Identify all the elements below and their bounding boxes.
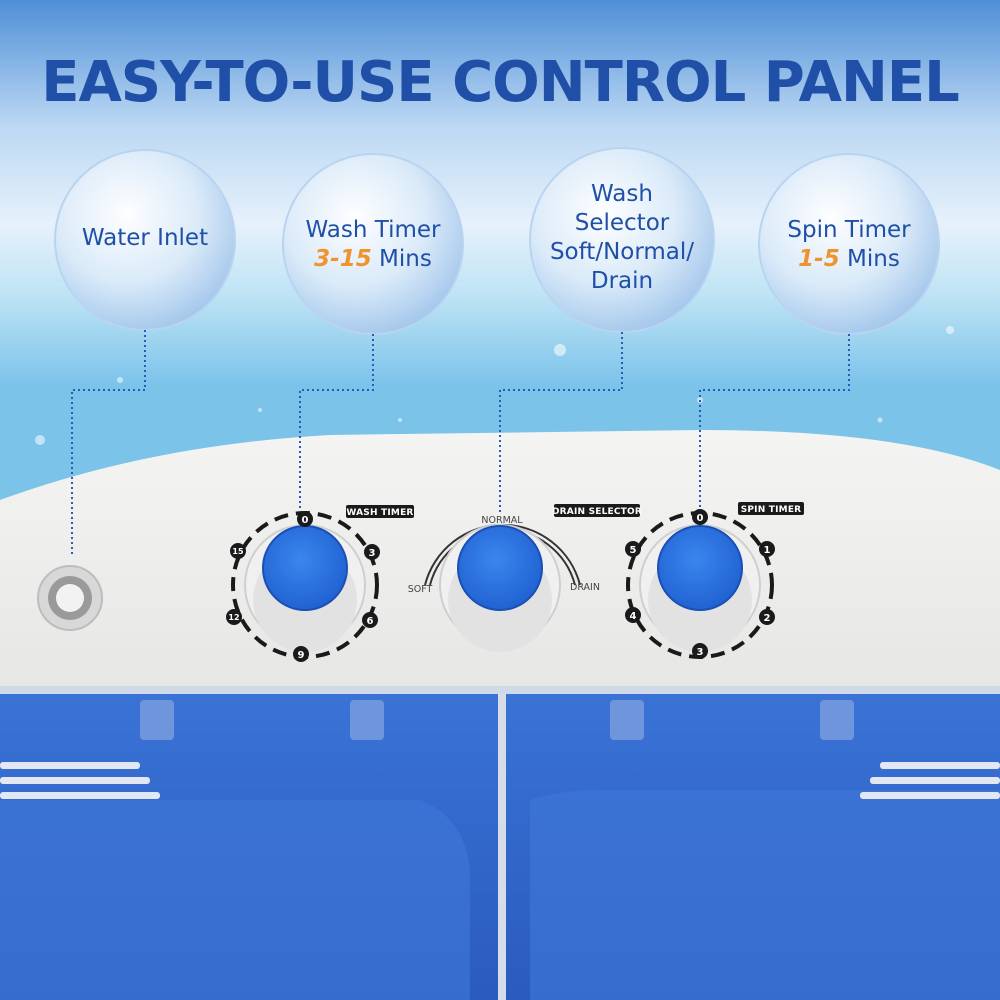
svg-text:15: 15 [232,547,244,556]
wash-timer-caption: Wash Timer 3-15 Mins [273,216,473,274]
wash-timer-knob[interactable] [262,525,348,611]
wash-timer-range: 3-15 [314,246,372,272]
wash-selector-line1: Wash [591,181,653,207]
svg-text:0: 0 [302,515,309,526]
selector-normal-label: NORMAL [481,515,523,526]
svg-text:12: 12 [228,613,239,622]
spin-timer-label: SPIN TIMER [741,505,802,515]
spin-timer-range: 1-5 [798,246,840,272]
svg-text:4: 4 [630,611,637,622]
svg-text:5: 5 [630,545,637,556]
wash-selector-line4: Drain [590,268,654,294]
body-top-trim [0,686,1000,694]
svg-text:6: 6 [367,616,374,627]
svg-text:1: 1 [764,545,771,556]
wash-timer-label: WASH TIMER [346,508,413,518]
hinge-right [610,700,854,740]
svg-text:2: 2 [764,613,771,624]
svg-text:3: 3 [369,548,376,559]
spin-timer-label-plate [738,502,804,515]
spin-timer-unit: Mins [847,246,900,272]
wash-timer-marks: 0 3 6 9 12 15 [226,511,380,662]
selector-soft-label: SOFT [408,584,433,595]
svg-text:3: 3 [697,647,704,658]
drain-selector-label: DRAIN SELECTOR [552,507,642,517]
wash-timer-label-plate [346,505,414,518]
wash-selector-line2: Selector [574,210,670,236]
spin-timer-caption: Spin Timer 1-5 Mins [749,216,949,274]
lid-divider [498,694,506,1000]
drain-selector-label-plate [554,504,640,517]
water-sparkles [35,326,954,445]
left-lid-window [0,800,470,1000]
left-vent [0,762,160,799]
right-lid-window [530,790,1000,1000]
water-inlet-caption: Water Inlet [45,224,245,253]
wash-selector-line3: Soft/Normal/ [549,239,695,265]
selector-drain-label: DRAIN [570,582,600,593]
svg-text:9: 9 [298,650,305,661]
water-inlet-text: Water Inlet [81,225,209,251]
wash-selector-knob[interactable] [457,525,543,611]
leader-lines [71,330,850,555]
wash-timer-unit: Mins [379,246,432,272]
svg-text:0: 0 [697,513,704,524]
spin-timer-marks: 0 1 2 3 4 5 [625,509,775,659]
spin-timer-text: Spin Timer [787,217,911,243]
spin-timer-knob[interactable] [657,525,743,611]
right-vent [860,762,1000,799]
wash-selector-caption: Wash Selector Soft/Normal/ Drain [522,180,722,296]
hinge-left [140,700,384,740]
water-inlet-port [37,565,103,631]
wash-timer-text: Wash Timer [305,217,441,243]
page-title: EASY-TO-USE CONTROL PANEL [41,50,960,115]
